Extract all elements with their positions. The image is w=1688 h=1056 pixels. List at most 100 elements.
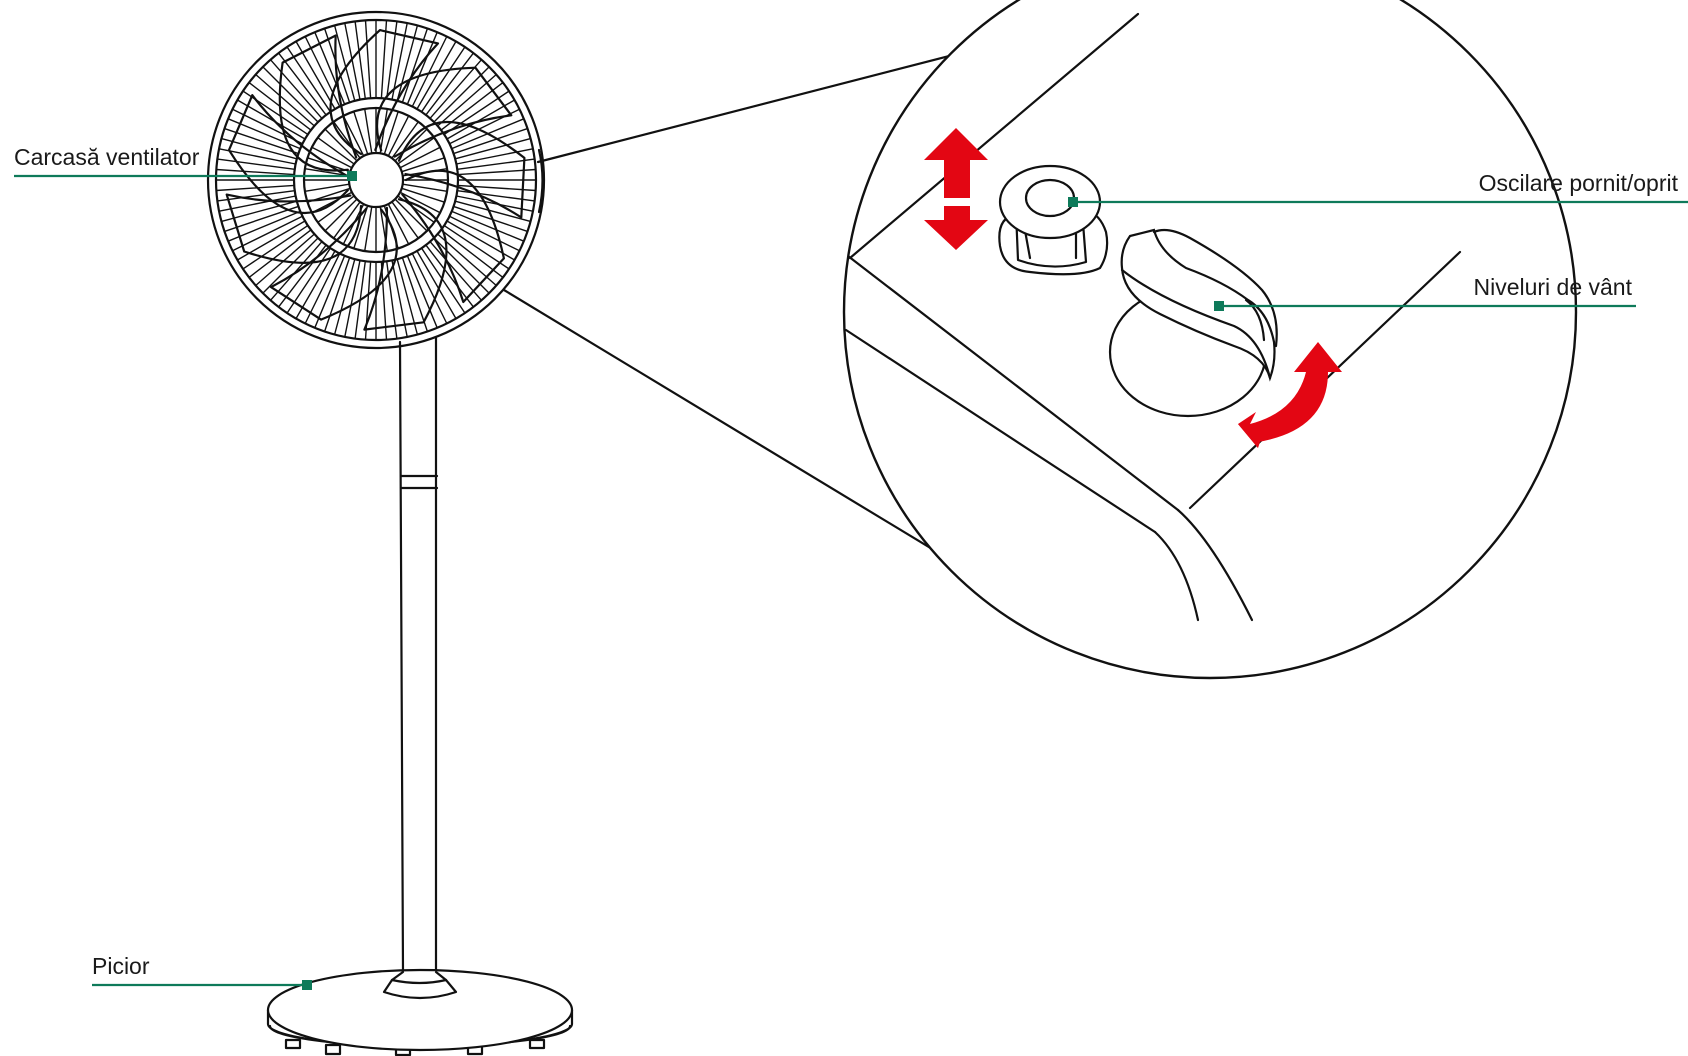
- grille-spoke: [443, 224, 510, 270]
- fan-blade: [376, 66, 513, 158]
- grille-spoke: [269, 59, 323, 120]
- grille-spoke: [323, 256, 351, 333]
- grille-spoke: [286, 247, 332, 314]
- leader-fan-housing: [14, 171, 357, 181]
- leader-oscillation: [1068, 197, 1688, 207]
- grille-spoke: [295, 40, 336, 110]
- inner-grille-spoke: [397, 136, 435, 165]
- fan-rim-depth: [537, 148, 544, 214]
- label-wind-levels: Niveluri de vânt: [1473, 274, 1632, 300]
- grille-spoke: [401, 256, 429, 333]
- fan-blade: [397, 120, 526, 219]
- grille-spoke: [406, 31, 438, 105]
- zoom-circle: [842, 0, 1578, 680]
- grille-spoke: [364, 19, 372, 99]
- grille-spoke: [429, 59, 483, 120]
- inner-grille-spoke: [391, 121, 419, 159]
- inner-grille-spoke: [333, 121, 361, 159]
- fan-outer-rim-inner: [214, 18, 538, 342]
- grille-spoke: [454, 137, 532, 160]
- grille-spoke: [333, 258, 356, 336]
- grille-spoke: [452, 127, 529, 155]
- grille-spoke: [218, 148, 297, 165]
- grille-spoke: [455, 195, 534, 212]
- leader-foot: [92, 980, 312, 990]
- grille-spoke: [454, 200, 532, 223]
- inner-grille-spoke: [399, 146, 441, 169]
- grille-spoke: [452, 205, 529, 233]
- fan-blade: [225, 193, 363, 264]
- grille-spoke: [354, 20, 366, 100]
- grille-spoke: [448, 215, 521, 252]
- grille-spoke: [416, 250, 457, 320]
- grille-spoke: [269, 240, 323, 301]
- fan-base: [266, 968, 574, 1056]
- oscillation-button: [998, 164, 1109, 276]
- inner-grille-spoke: [353, 110, 369, 156]
- grille-spoke: [344, 259, 361, 338]
- inner-grille-spoke: [342, 115, 365, 157]
- grille-spoke: [262, 66, 319, 123]
- grille-spoke: [231, 215, 304, 252]
- grille-spoke: [425, 244, 475, 308]
- fan-inner-ring: [292, 96, 460, 264]
- inner-grille-spoke: [304, 167, 350, 177]
- label-fan-housing: Carcasă ventilator: [14, 144, 200, 170]
- grille-spoke: [411, 252, 448, 325]
- grille-spoke: [254, 233, 315, 287]
- grille-spoke: [420, 247, 466, 314]
- grille-spoke: [451, 210, 525, 242]
- leader-wind-levels: [1214, 301, 1636, 311]
- fan-blade: [401, 169, 505, 304]
- inner-grille-spoke: [311, 146, 353, 169]
- grille-spoke: [420, 46, 466, 113]
- fan-blade: [278, 34, 358, 172]
- grille-spoke: [406, 255, 438, 329]
- grille-spoke: [216, 189, 296, 202]
- wind-level-knob: [1108, 228, 1278, 418]
- grille-spoke: [411, 35, 448, 108]
- inner-grille-spoke: [353, 204, 369, 250]
- grille-spoke: [433, 66, 490, 123]
- grille-spoke: [446, 220, 516, 261]
- oscillation-arrow-icon: [924, 128, 988, 250]
- grille-spoke: [242, 90, 309, 136]
- inner-grille-spoke: [387, 203, 410, 245]
- grille-spoke: [333, 24, 356, 102]
- inner-grille-spoke: [399, 191, 441, 214]
- fan-hub: [347, 151, 405, 209]
- inner-grille-spoke: [317, 195, 355, 224]
- inner-grille-spoke: [401, 157, 446, 173]
- fan-pole: [398, 336, 439, 974]
- fan-blade: [227, 94, 349, 215]
- grille-spoke: [456, 158, 536, 171]
- inner-grille-spoke: [401, 187, 446, 203]
- fan-blades: [225, 29, 526, 331]
- grille-spoke: [314, 255, 346, 329]
- grille-spoke: [216, 158, 296, 171]
- inner-grille-spoke: [317, 136, 355, 165]
- label-foot: Picior: [92, 953, 150, 979]
- grille-spoke: [344, 22, 361, 101]
- grille-spoke: [380, 19, 388, 99]
- grille-spoke: [236, 220, 306, 261]
- inner-grille-spoke: [402, 183, 448, 193]
- grille-spoke: [248, 229, 312, 279]
- inner-grille-spoke: [394, 198, 428, 232]
- inner-grille-spoke: [333, 201, 361, 239]
- inner-grille-spoke: [387, 115, 410, 157]
- zoom-detail: [842, 0, 1578, 680]
- grille-spoke: [425, 52, 475, 116]
- grille-spoke: [323, 27, 351, 104]
- fan-inner-ring-2: [302, 106, 450, 254]
- inner-grille-spoke: [391, 201, 419, 239]
- inner-grille-spoke: [364, 108, 373, 155]
- grille-spoke: [254, 73, 315, 127]
- grille-spoke: [277, 52, 327, 116]
- grille-spoke: [416, 40, 457, 110]
- fan-head: [206, 10, 546, 350]
- grille-spoke: [215, 184, 295, 192]
- grille-spoke: [215, 168, 295, 176]
- inner-grille-spoke: [364, 205, 373, 252]
